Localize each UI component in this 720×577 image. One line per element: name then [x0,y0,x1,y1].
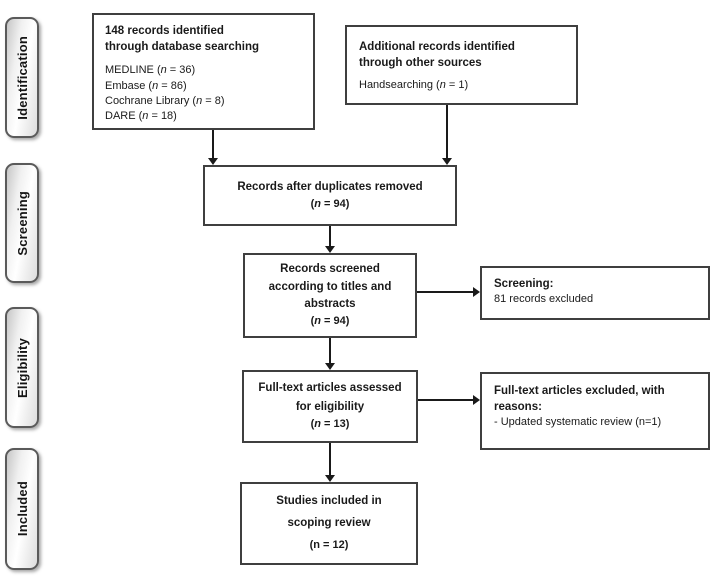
box-count: (n = 13) [310,418,350,431]
box-count: (n = 94) [310,197,350,210]
box-count: (n = 12) [309,538,349,551]
box-lines: Handsearching (n = 1) [359,78,564,93]
arrow-screened-to-fulltext [329,338,331,363]
arrow-fulltext-to-included [329,443,331,475]
arrow-screened-to-excluded [417,291,473,293]
box-line: 81 records excluded [494,293,594,306]
box-lines: MEDLINE (n = 36) Embase (n = 86) Cochrane … [105,63,302,125]
box-line: - Updated systematic review (n=1) [494,416,662,429]
box-line: Handsearching (n = 1) [359,79,469,92]
box-count: (n = 94) [310,315,350,328]
stage-tab-included: Included [5,448,39,570]
box-title: Records after duplicates removed [237,180,423,193]
stage-label: Screening [14,190,30,256]
box-screening-excluded: Screening: 81 records excluded [480,266,710,320]
stage-tab-eligibility: Eligibility [5,307,39,428]
box-line: MEDLINE (n = 36) [105,64,196,77]
stage-tab-identification: Identification [5,17,39,138]
stage-label: Eligibility [14,337,30,398]
box-title: Screening: [494,278,554,290]
stage-label: Included [14,481,30,537]
arrow-duplicates-to-screened [329,226,331,246]
box-line: Cochrane Library (n = 8) [105,94,225,107]
box-lines: 81 records excluded [494,292,696,307]
box-duplicates-removed: Records after duplicates removed (n = 94… [203,165,457,226]
arrow-othersources-to-duplicates [446,105,448,158]
box-line: DARE (n = 18) [105,110,177,123]
arrow-fulltext-to-excluded [418,399,473,401]
box-line: Embase (n = 86) [105,79,187,92]
stage-tab-screening: Screening [5,163,39,283]
box-lines: - Updated systematic review (n=1) [494,415,696,430]
stage-label: Identification [14,35,30,120]
arrow-database-to-duplicates [212,130,214,158]
